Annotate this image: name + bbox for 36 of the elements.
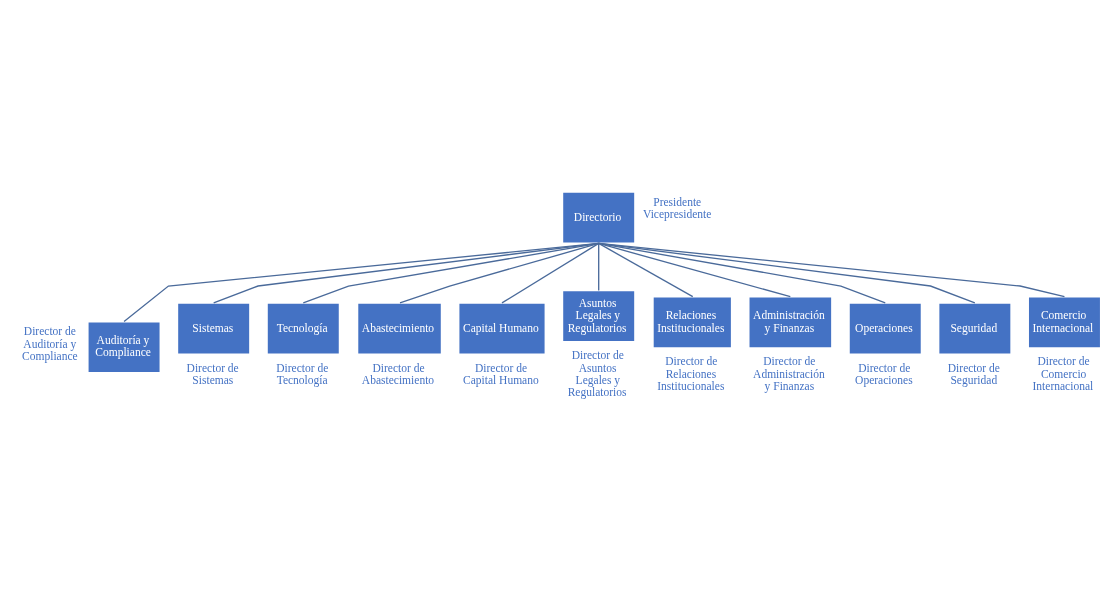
node-box: Abastecimiento [358,303,441,354]
node-box: Directorio [563,192,635,243]
connector [598,242,600,292]
node-box: Operaciones [849,303,921,354]
connector [399,242,600,304]
node-label: Presidente [653,195,702,208]
connector [123,242,600,323]
connector [598,242,886,304]
node-label: Director de Relaciones Institucionales [657,355,725,393]
node-label: Director de Sistemas [186,361,239,386]
node-box: Auditoría y Compliance [88,322,160,373]
node-label: Director de Seguridad [947,361,1000,386]
connector [598,242,976,304]
node-box: Capital Humano [459,303,545,354]
node-label: Director de Comercio Internacional [1032,355,1094,393]
node-box: Comercio Internacional [1028,297,1100,348]
node-box: Tecnología [267,303,339,354]
connector [213,242,600,304]
node-box: Asuntos Legales y Regulatorios [563,291,635,342]
node-label: Director de Capital Humano [462,361,539,386]
node-box: Seguridad [939,303,1011,354]
connector [598,242,791,298]
node-label: Director de Operaciones [855,361,913,386]
node-label: Director de Administración y Finanzas [753,355,825,393]
connector [598,242,694,298]
connector [598,242,1066,298]
node-label: Director de Auditoría y Compliance [22,325,78,363]
node-box: Sistemas [178,303,250,354]
node-label: Director de Asuntos Legales y Regulatorios [567,349,627,399]
node-box: Relaciones Institucionales [653,297,731,348]
node-label: Vicepresidente [643,208,712,221]
node-label: Director de Tecnología [276,361,329,386]
node-box: Administración y Finanzas [749,297,832,348]
connector [501,242,600,304]
connector [302,242,600,304]
node-label: Director de Abastecimiento [361,361,435,386]
